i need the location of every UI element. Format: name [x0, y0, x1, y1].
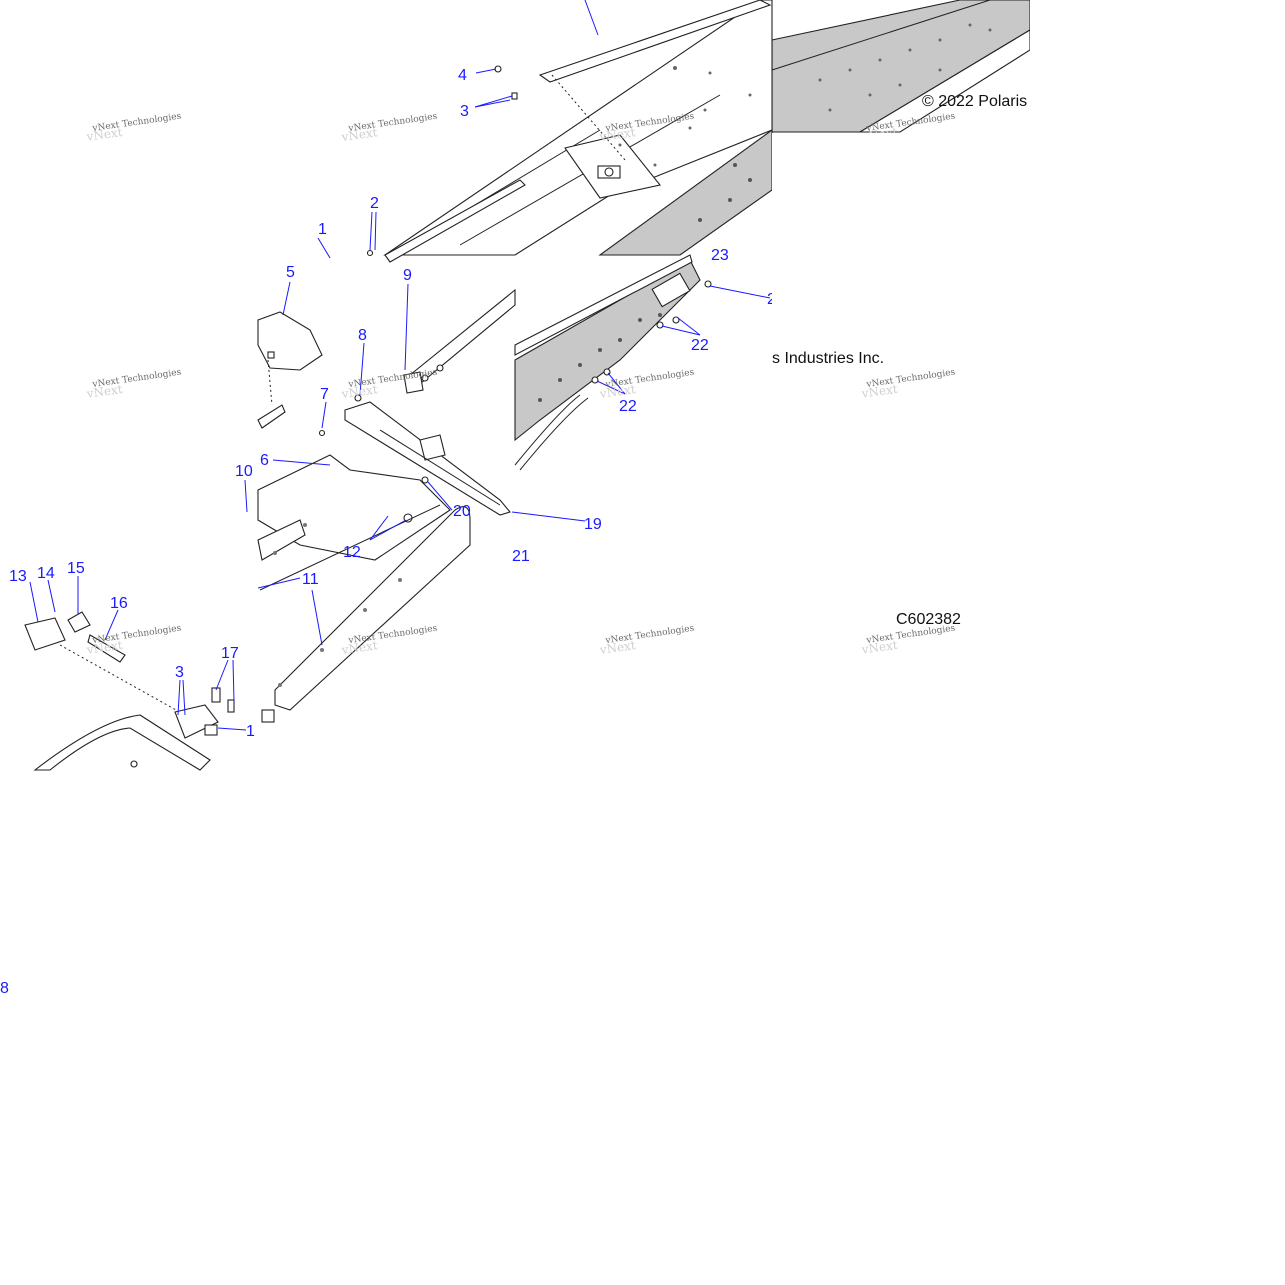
callout-14: 14 — [37, 565, 55, 582]
svg-text:vNext: vNext — [860, 638, 899, 657]
callout-6: 6 — [260, 452, 269, 469]
svg-text:vNext: vNext — [598, 125, 637, 144]
svg-text:vNext: vNext — [340, 125, 379, 144]
svg-text:vNext Technologies: vNext Technologies — [865, 368, 956, 391]
svg-text:vNext Technologies: vNext Technologies — [91, 624, 182, 647]
leader-lines — [29, 0, 771, 731]
svg-text:vNext: vNext — [340, 382, 379, 401]
hinge-assembly — [24, 611, 235, 771]
frame-11 — [259, 504, 471, 723]
callout-2-partial: 2 — [767, 291, 776, 308]
svg-text:vNext: vNext — [598, 638, 637, 657]
callout-7: 7 — [320, 386, 329, 403]
callout-8: 8 — [358, 327, 367, 344]
svg-text:vNext: vNext — [598, 382, 637, 401]
callout-3-lower: 3 — [175, 664, 184, 681]
callout-12: 12 — [343, 544, 361, 561]
callout-labels: 1 2 3 4 5 6 7 8 9 10 11 12 13 14 15 16 1… — [0, 67, 776, 997]
callout-16: 16 — [110, 595, 128, 612]
callout-3: 3 — [460, 103, 469, 120]
floor-panel — [383, 0, 773, 263]
figure-id: C602382 — [896, 611, 961, 628]
svg-text:vNext Technologies: vNext Technologies — [604, 368, 695, 391]
callout-5: 5 — [286, 264, 295, 281]
fasteners — [318, 65, 712, 484]
callout-13: 13 — [9, 568, 27, 585]
svg-text:vNext: vNext — [85, 638, 124, 657]
upper-right-panel — [771, 0, 1031, 133]
svg-text:vNext: vNext — [85, 382, 124, 401]
callout-22-lower: 22 — [619, 398, 637, 415]
callout-23-partial: 23 — [711, 247, 729, 264]
bar-19 — [344, 401, 511, 516]
callout-2: 2 — [370, 195, 379, 212]
svg-text:vNext Technologies: vNext Technologies — [347, 112, 438, 135]
copyright-right: s Industries Inc. — [772, 350, 884, 367]
callout-8-partial: 8 — [0, 980, 9, 997]
callout-15: 15 — [67, 560, 85, 577]
callout-22-upper: 22 — [691, 337, 709, 354]
svg-text:vNext Technologies: vNext Technologies — [604, 624, 695, 647]
callout-1: 1 — [318, 221, 327, 238]
callout-20: 20 — [453, 503, 471, 520]
callout-19: 19 — [584, 516, 602, 533]
svg-text:vNext: vNext — [340, 638, 379, 657]
callout-9: 9 — [403, 267, 412, 284]
callout-11: 11 — [302, 571, 319, 588]
svg-text:vNext Technologies: vNext Technologies — [347, 368, 438, 391]
side-panel — [514, 128, 773, 471]
callout-18-partial: 1 — [246, 723, 255, 740]
side-rail — [403, 288, 516, 394]
svg-text:vNext: vNext — [860, 382, 899, 401]
bracket-5 — [257, 311, 323, 429]
callout-4: 4 — [458, 67, 467, 84]
copyright-left: © 2022 Polaris — [922, 93, 1027, 110]
callout-21: 21 — [512, 548, 530, 565]
callout-17: 17 — [221, 645, 239, 662]
svg-text:vNext: vNext — [85, 125, 124, 144]
callout-10: 10 — [235, 463, 253, 480]
